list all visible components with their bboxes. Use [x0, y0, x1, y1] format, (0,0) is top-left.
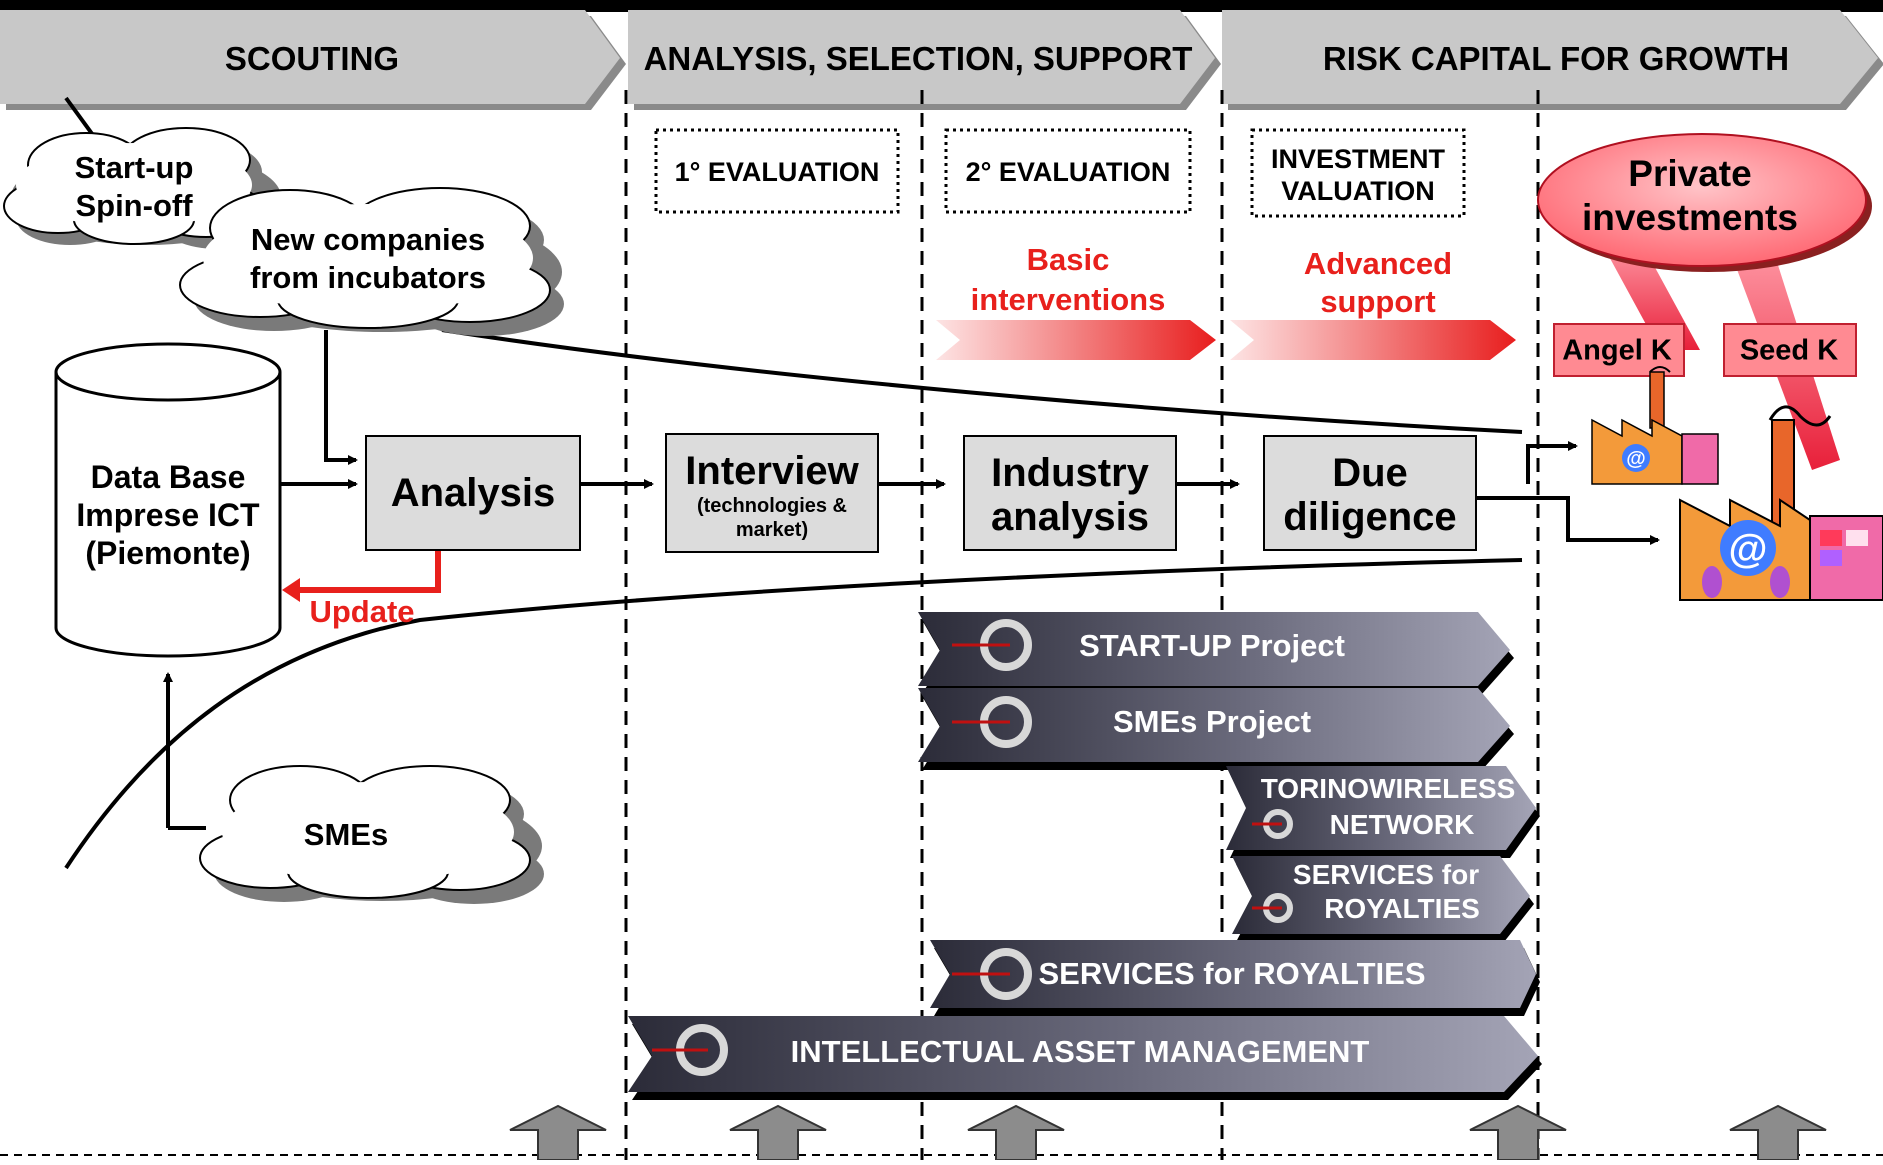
evaluation-2-label: 2° EVALUATION	[966, 157, 1171, 187]
step-interview: Interview (technologies & market)	[665, 433, 879, 553]
step-industry-line1: Industry	[991, 451, 1150, 495]
database-line2: Imprese ICT	[76, 497, 260, 533]
large-factory-icon: @	[1679, 405, 1883, 601]
bottom-arrows	[509, 1104, 1827, 1161]
step-industry-line2: analysis	[991, 495, 1149, 539]
small-factory-icon: @	[1591, 366, 1719, 485]
update-arrow: Update	[282, 546, 441, 629]
project-services-royalties-label: SERVICES for ROYALTIES	[1038, 956, 1425, 991]
private-investments-pill	[1537, 133, 1867, 267]
evaluation-investment: INVESTMENT VALUATION	[1250, 128, 1466, 218]
basic-interventions: Basic interventions	[936, 242, 1216, 360]
phase-label-analysis: ANALYSIS, SELECTION, SUPPORT	[644, 40, 1193, 77]
database-cylinder: Data Base Imprese ICT (Piemonte)	[54, 342, 282, 658]
cloud-incubators: New companies from incubators	[179, 187, 564, 336]
step-due-line1: Due	[1332, 451, 1408, 495]
project-services-small: SERVICES for ROYALTIES	[1232, 856, 1534, 942]
cloud-smes: SMEs	[199, 765, 544, 904]
step-interview-sub2: market)	[736, 519, 808, 541]
evaluation-2: 2° EVALUATION	[944, 128, 1192, 214]
phase-label-scouting: SCOUTING	[225, 40, 399, 77]
svg-text:@: @	[1728, 527, 1767, 571]
up-arrow-icon	[509, 1104, 607, 1161]
cloud-incubators-line2: from incubators	[250, 260, 486, 295]
step-due-line2: diligence	[1283, 495, 1456, 539]
project-startup-label: START-UP Project	[1079, 628, 1345, 663]
cloud-startup-line1: Start-up	[75, 150, 194, 185]
step-interview-sub1: (technologies &	[697, 495, 847, 517]
project-iam-label: INTELLECTUAL ASSET MANAGEMENT	[791, 1034, 1370, 1069]
cloud-startup-line2: Spin-off	[75, 188, 193, 223]
advanced-support-arrow	[1230, 320, 1516, 360]
step-analysis-label: Analysis	[391, 471, 556, 515]
project-smes-label: SMEs Project	[1113, 704, 1311, 739]
step-analysis: Analysis	[365, 435, 581, 551]
project-torinowireless-line1: TORINOWIRELESS	[1261, 773, 1516, 804]
upper-growth-curve	[441, 328, 1523, 434]
svg-text:@: @	[1626, 448, 1646, 470]
up-arrow-icon	[967, 1104, 1065, 1161]
cloud-incubators-line1: New companies	[251, 222, 485, 257]
project-services-royalties: SERVICES for ROYALTIES	[930, 940, 1540, 1016]
step-due-diligence: Due diligence	[1263, 435, 1477, 551]
phase-scouting: SCOUTING	[0, 10, 626, 110]
up-arrow-icon	[1729, 1104, 1827, 1161]
advanced-support: Advanced support	[1230, 246, 1516, 360]
evaluation-1: 1° EVALUATION	[654, 128, 900, 214]
update-label: Update	[309, 594, 414, 629]
project-iam: INTELLECTUAL ASSET MANAGEMENT	[628, 1016, 1542, 1100]
project-torinowireless: TORINOWIRELESS NETWORK	[1226, 766, 1540, 858]
basic-interventions-arrow	[936, 320, 1216, 360]
up-arrow-icon	[729, 1104, 827, 1161]
cloud-smes-label: SMEs	[304, 817, 388, 852]
lower-growth-curve	[64, 558, 1523, 870]
project-services-small-line1: SERVICES for	[1293, 859, 1479, 890]
top-band	[0, 0, 1883, 12]
evaluation-investment-line2: VALUATION	[1281, 176, 1434, 206]
advanced-support-line1: Advanced	[1304, 246, 1452, 281]
project-services-small-line2: ROYALTIES	[1324, 893, 1480, 924]
project-torinowireless-line2: NETWORK	[1330, 809, 1475, 840]
phase-risk-capital: RISK CAPITAL FOR GROWTH	[1222, 10, 1883, 110]
evaluation-1-label: 1° EVALUATION	[675, 157, 880, 187]
database-line3: (Piemonte)	[85, 535, 250, 571]
seed-k-tag	[1723, 323, 1857, 377]
project-smes: SMEs Project	[918, 688, 1514, 770]
evaluation-investment-line1: INVESTMENT	[1271, 144, 1446, 174]
step-interview-label: Interview	[685, 449, 859, 493]
private-investments: Private investments Angel K Seed K	[1537, 133, 1872, 470]
basic-interventions-line2: interventions	[971, 282, 1166, 317]
database-line1: Data Base	[91, 459, 246, 495]
seed-k-label: Seed K	[1740, 335, 1838, 367]
angel-k-label: Angel K	[1562, 335, 1672, 367]
beam-angel	[1600, 240, 1700, 350]
step-industry: Industry analysis	[963, 435, 1177, 551]
private-title-line2: investments	[1582, 197, 1798, 238]
phase-analysis: ANALYSIS, SELECTION, SUPPORT	[628, 10, 1221, 110]
advanced-support-line2: support	[1320, 284, 1435, 319]
basic-interventions-line1: Basic	[1027, 242, 1110, 277]
up-arrow-icon	[1469, 1104, 1567, 1161]
phase-label-risk-capital: RISK CAPITAL FOR GROWTH	[1323, 40, 1789, 77]
private-title-line1: Private	[1628, 153, 1751, 194]
project-startup: START-UP Project	[918, 612, 1514, 694]
